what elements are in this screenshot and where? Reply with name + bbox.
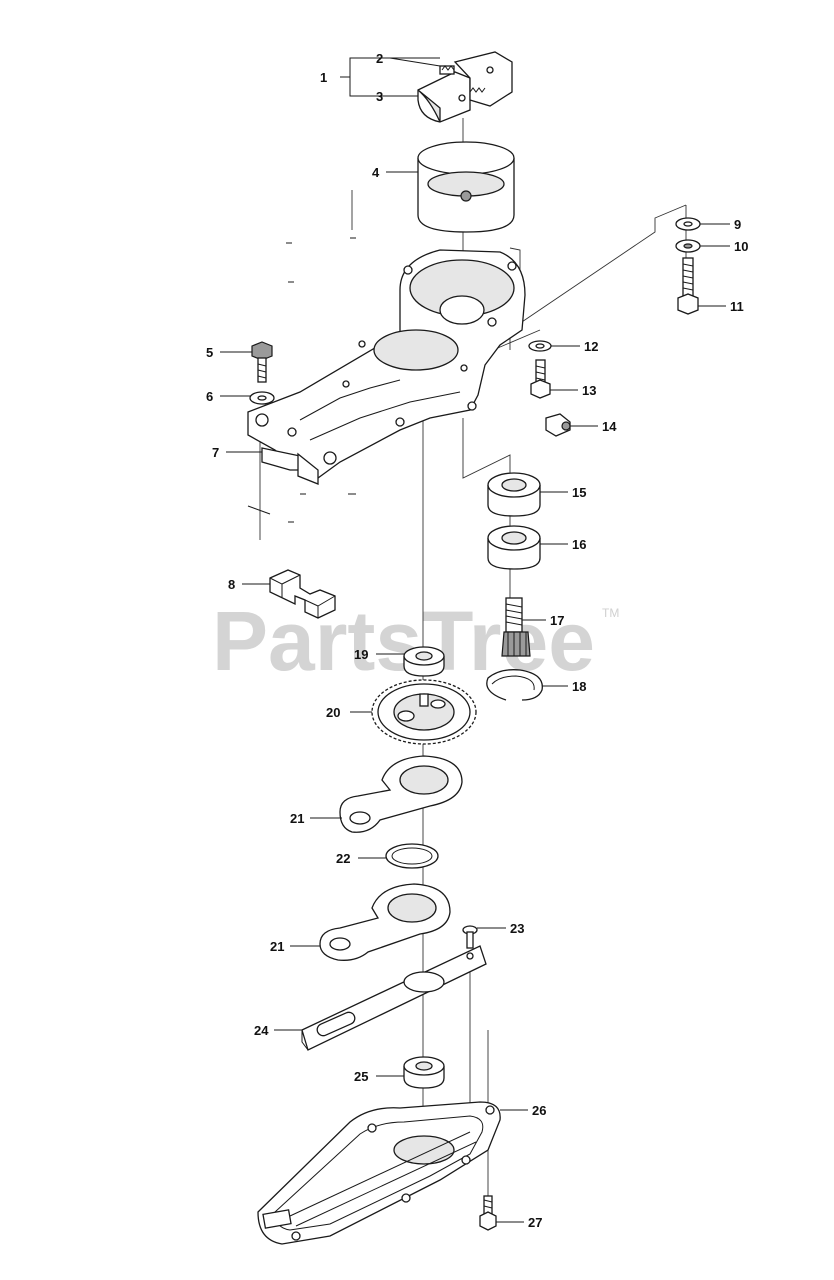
callout-19: 19 <box>354 647 368 662</box>
gear-wheel <box>371 679 477 745</box>
callout-12: 12 <box>584 339 598 354</box>
callout-2: 2 <box>376 51 383 66</box>
callout-17: 17 <box>550 613 564 628</box>
screw-part-5 <box>251 341 273 383</box>
gear-housing <box>247 249 526 485</box>
callout-21-upper: 21 <box>290 811 304 826</box>
connecting-rod-lower <box>319 883 451 961</box>
watermark-trademark: TM <box>602 606 619 620</box>
bearing-part-15 <box>487 472 541 517</box>
pinion-shaft <box>501 597 531 657</box>
callout-6: 6 <box>206 389 213 404</box>
bearing-part-19 <box>403 646 445 677</box>
callout-13: 13 <box>582 383 596 398</box>
callout-23: 23 <box>510 921 524 936</box>
callout-labels: 1 2 3 4 5 6 7 8 9 10 11 12 13 14 15 16 1… <box>206 51 748 1230</box>
callout-15: 15 <box>572 485 586 500</box>
guide-plate <box>301 945 487 1051</box>
callout-27: 27 <box>528 1215 542 1230</box>
circlip-part-18 <box>486 669 543 701</box>
connecting-rod-upper <box>339 755 463 833</box>
washer-part-6 <box>249 391 275 405</box>
callout-24: 24 <box>254 1023 269 1038</box>
callout-20: 20 <box>326 705 340 720</box>
screw-part-11 <box>677 257 699 315</box>
screw-part-13 <box>530 359 551 399</box>
cover-plate <box>257 1101 501 1245</box>
callout-25: 25 <box>354 1069 368 1084</box>
callout-11: 11 <box>730 299 744 314</box>
callout-26: 26 <box>532 1103 546 1118</box>
callout-5: 5 <box>206 345 213 360</box>
washer-part-12 <box>528 340 552 352</box>
callout-10: 10 <box>734 239 748 254</box>
grease-nipple <box>545 413 571 437</box>
screw-part-27 <box>479 1195 497 1231</box>
watermark-text: PartsTree <box>212 594 595 688</box>
rubber-block <box>269 569 336 619</box>
drawing-tick-marks <box>247 237 356 523</box>
callout-21-lower: 21 <box>270 939 284 954</box>
callout-18: 18 <box>572 679 586 694</box>
callout-8: 8 <box>228 577 235 592</box>
callout-4: 4 <box>372 165 380 180</box>
bearing-part-16 <box>487 525 541 570</box>
bearing-part-25 <box>403 1056 445 1089</box>
callout-22: 22 <box>336 851 350 866</box>
callout-7: 7 <box>212 445 219 460</box>
callout-16: 16 <box>572 537 586 552</box>
callout-1: 1 <box>320 70 327 85</box>
callout-9: 9 <box>734 217 741 232</box>
callout-14: 14 <box>602 419 617 434</box>
circlip-part-22 <box>385 843 439 869</box>
washers-part-9-10 <box>675 217 701 253</box>
clutch-drum <box>417 141 515 233</box>
clutch-assembly <box>417 51 513 123</box>
callout-3: 3 <box>376 89 383 104</box>
callout-leader-lines <box>220 57 730 1223</box>
